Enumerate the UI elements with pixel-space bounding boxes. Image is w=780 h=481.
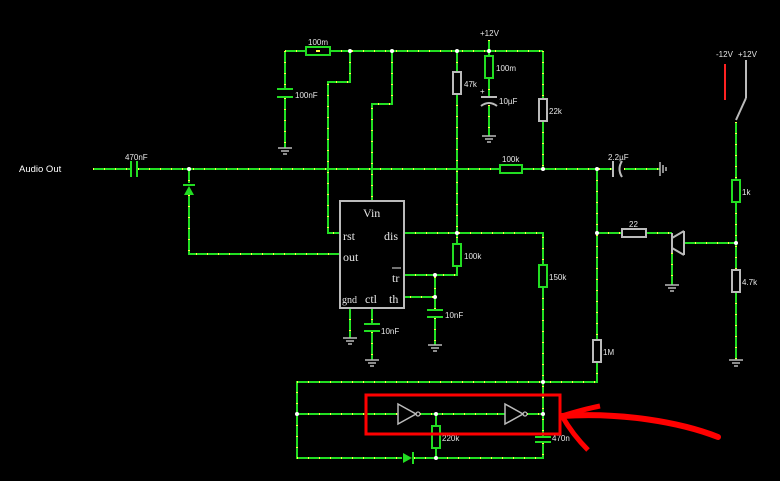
label-r-22k: 22k bbox=[549, 107, 563, 116]
cap-plus-sign: + bbox=[480, 87, 485, 96]
label-c-22uf: 2.2µF bbox=[608, 153, 629, 162]
resistor-100k-vertical[interactable] bbox=[452, 243, 462, 267]
label-r-1m: 1M bbox=[603, 348, 614, 357]
chip-pin-dis: dis bbox=[384, 229, 398, 243]
resistor-22k[interactable] bbox=[538, 98, 548, 122]
chip-pin-th: th bbox=[389, 292, 398, 306]
chip-pin-rst: rst bbox=[343, 229, 356, 243]
supply-switch[interactable] bbox=[724, 60, 747, 121]
label-c-470: 470n bbox=[552, 434, 570, 443]
timer-555-chip[interactable]: Vin rst dis out tr gnd ctl th bbox=[339, 200, 405, 309]
label-r-47k: 47k bbox=[464, 80, 478, 89]
arrow-shaft bbox=[559, 412, 721, 440]
ground-symbols bbox=[278, 135, 743, 367]
label-r-100k-h: 100k bbox=[502, 155, 520, 164]
junction-nodes bbox=[187, 49, 738, 460]
resistor-4-7k[interactable] bbox=[731, 269, 741, 293]
capacitor-10uf[interactable] bbox=[480, 96, 498, 107]
resistor-1m[interactable] bbox=[592, 339, 602, 363]
transistor-pnp[interactable] bbox=[671, 230, 685, 256]
label-c-decouple: 100nF bbox=[295, 91, 318, 100]
chip-pin-out: out bbox=[343, 250, 359, 264]
label-r-1k: 1k bbox=[742, 188, 751, 197]
highlight-annotation bbox=[364, 393, 721, 452]
capacitor-470n[interactable] bbox=[535, 436, 551, 443]
inverter-1[interactable] bbox=[397, 402, 421, 426]
wires bbox=[93, 40, 737, 459]
label-c-10uf: 10µF bbox=[499, 97, 518, 106]
chip-pin-tr: tr bbox=[392, 271, 399, 285]
chip-pin-gnd: gnd bbox=[342, 295, 357, 306]
resistor-47k[interactable] bbox=[452, 71, 462, 95]
label-r-100m-v: 100m bbox=[496, 64, 516, 73]
resistor-100k-horizontal[interactable] bbox=[499, 164, 523, 174]
label-r-220k: 220k bbox=[442, 434, 460, 443]
inverter-2[interactable] bbox=[504, 402, 528, 426]
audio-out-label: Audio Out bbox=[19, 164, 62, 175]
label-r-47k-b: 4.7k bbox=[742, 278, 758, 287]
diode-out[interactable] bbox=[183, 184, 195, 195]
label-r-top: 100m bbox=[308, 38, 328, 47]
diode-bottom[interactable] bbox=[403, 452, 414, 464]
capacitor-10nf-th[interactable] bbox=[427, 309, 443, 318]
label-r-100k-v: 100k bbox=[464, 252, 482, 261]
arrow-head-bottom bbox=[559, 414, 590, 452]
resistor-22[interactable] bbox=[621, 228, 647, 238]
chip-pin-vin: Vin bbox=[363, 206, 380, 220]
label-c-in: 470nF bbox=[125, 153, 148, 162]
chip-pin-ctl: ctl bbox=[365, 292, 378, 306]
resistor-150k[interactable] bbox=[538, 264, 548, 288]
capacitor-470nf-input[interactable] bbox=[130, 161, 138, 177]
capacitor-10nf-ctl[interactable] bbox=[364, 323, 380, 332]
capacitor-2-2uf[interactable] bbox=[612, 160, 623, 178]
supply-neg-label: -12V bbox=[716, 50, 734, 59]
label-c-10nf-a: 10nF bbox=[381, 327, 399, 336]
capacitor-100nf[interactable] bbox=[277, 88, 293, 98]
label-r-150k: 150k bbox=[549, 273, 567, 282]
resistor-100m-vertical[interactable] bbox=[484, 55, 494, 79]
supply-pos-label: +12V bbox=[480, 29, 500, 38]
label-c-10nf-b: 10nF bbox=[445, 311, 463, 320]
resistor-100m-top[interactable] bbox=[305, 46, 331, 56]
supply-pos-right-label: +12V bbox=[738, 50, 758, 59]
resistor-1k[interactable] bbox=[731, 179, 741, 203]
resistor-220k[interactable] bbox=[431, 425, 441, 449]
label-r-22: 22 bbox=[629, 220, 638, 229]
